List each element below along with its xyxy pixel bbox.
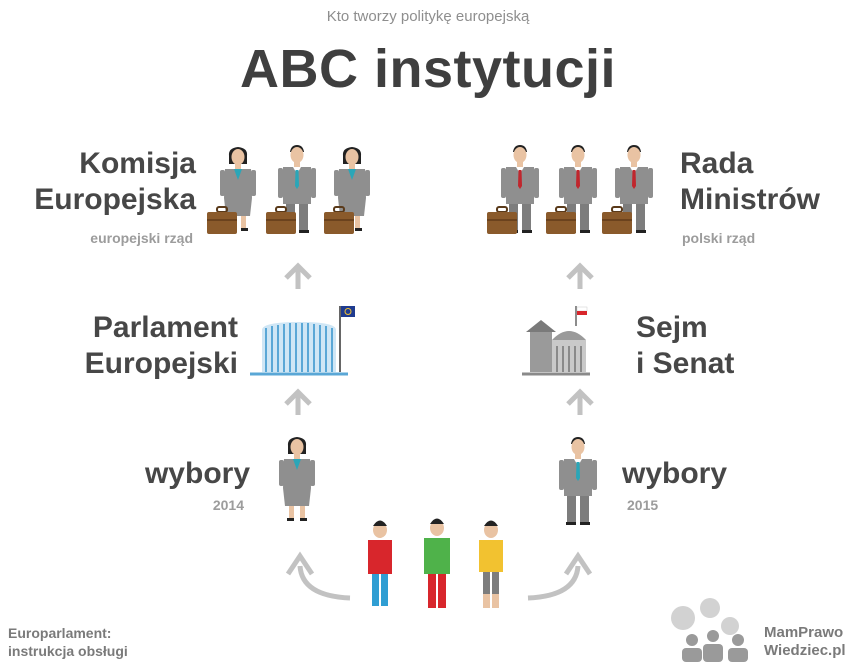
commission-figures: [206, 145, 370, 235]
footer-right-line2: Wiedziec.pl: [764, 642, 846, 659]
eu-flag-icon: [341, 306, 355, 317]
eu-elections-label: wybory: [144, 457, 250, 490]
arrow-up-icon: [286, 392, 310, 415]
parliament-line2: Europejski: [84, 347, 238, 380]
commission-line1: Komisja: [79, 147, 196, 180]
parliament-label: Parlament Europejski: [0, 310, 238, 382]
citizen-red-icon: [368, 520, 392, 606]
arrow-up-icon: [568, 266, 592, 289]
pl-flag-icon: [576, 306, 588, 312]
eu-elections-year: 2014: [212, 497, 244, 513]
footer-logo-text: MamPrawo Wiedziec.pl: [764, 624, 846, 660]
citizen-green-icon: [424, 518, 450, 608]
parliament-line1: Parlament: [92, 311, 238, 344]
sejm-line1: Sejm: [636, 311, 708, 344]
page-title: ABC instytucji: [239, 39, 617, 99]
mamprawo-logo-icon: [671, 598, 748, 662]
sejm-building-icon: [522, 306, 590, 376]
commission-note: europejski rząd: [90, 230, 193, 246]
pl-elections-year: 2015: [627, 497, 659, 513]
commission-line2: Europejska: [34, 183, 196, 216]
citizen-yellow-icon: [479, 520, 503, 608]
european-parliament-icon: [250, 306, 355, 376]
voter-man-icon: [559, 437, 597, 525]
sejm-line2: i Senat: [636, 347, 735, 380]
commission-label: Komisja Europejska: [0, 146, 196, 218]
footer-left: Europarlament: instrukcja obsługi: [8, 624, 128, 660]
council-figures: [486, 145, 653, 235]
curved-arrow-left-icon: [285, 551, 351, 601]
council-line2: Ministrów: [680, 183, 820, 216]
footer-left-line2: instrukcja obsługi: [8, 643, 128, 659]
subtitle: Kto tworzy politykę europejską: [326, 8, 530, 25]
pl-elections-label: wybory: [622, 457, 728, 490]
arrow-up-icon: [286, 266, 310, 289]
voter-woman-icon: [279, 437, 315, 521]
footer-left-line1: Europarlament:: [8, 625, 112, 641]
council-note: polski rząd: [682, 230, 756, 246]
sejm-label: Sejm i Senat: [636, 310, 836, 382]
council-label: Rada Ministrów: [680, 146, 850, 218]
curved-arrow-right-icon: [527, 551, 593, 601]
footer-right-line1: MamPrawo: [764, 624, 844, 641]
council-line1: Rada: [680, 147, 754, 180]
arrow-up-icon: [568, 392, 592, 415]
